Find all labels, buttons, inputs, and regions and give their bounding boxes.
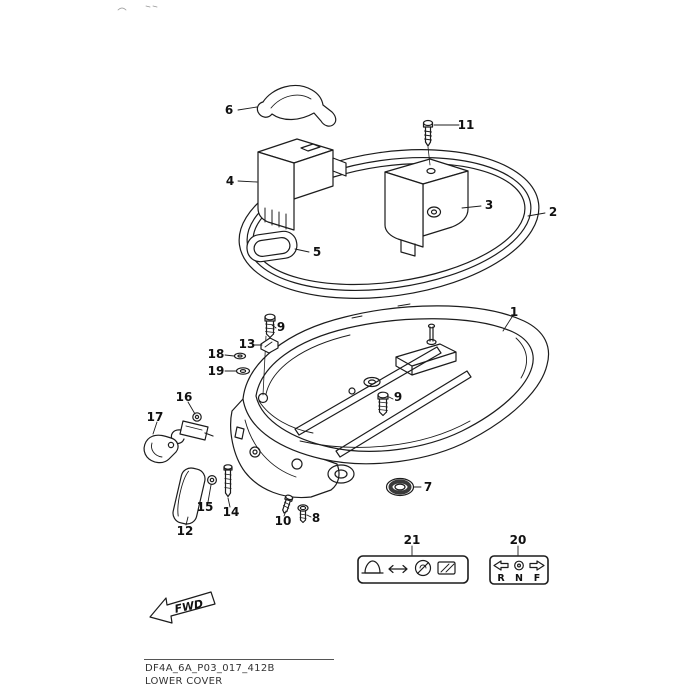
document-icon — [437, 561, 456, 575]
cap-icon — [361, 560, 384, 574]
washer-part15 — [207, 475, 218, 486]
callout-8: 8 — [312, 511, 320, 525]
screw-part10 — [282, 494, 294, 514]
washer-part19 — [235, 367, 251, 375]
washer-part18 — [233, 352, 247, 360]
screw-part14 — [223, 464, 233, 498]
callout-7: 7 — [424, 480, 432, 494]
side-cover-part12 — [172, 467, 206, 525]
callout-14: 14 — [223, 505, 240, 519]
clip-part13 — [260, 337, 279, 354]
callout-9-center: 9 — [394, 390, 402, 404]
neutral-icon — [514, 560, 524, 571]
callout-9-upper: 9 — [277, 320, 285, 334]
shift-letter-f: F — [534, 573, 541, 584]
callout-4: 4 — [226, 174, 234, 188]
callout-10: 10 — [275, 514, 292, 528]
callout-20: 20 — [510, 533, 527, 547]
leader-lines — [152, 106, 546, 556]
callout-5: 5 — [313, 245, 321, 259]
fwd-arrow-icon — [149, 591, 216, 624]
callout-12: 12 — [177, 524, 194, 538]
bracket-part3 — [384, 158, 469, 257]
caution-label-part21 — [357, 555, 469, 584]
lever-part17 — [143, 434, 179, 464]
grommet-part5 — [246, 230, 298, 263]
reverse-arrow-icon — [493, 560, 509, 571]
callout-numbers: 1 2 3 4 5 6 7 8 9 9 10 11 12 13 14 15 16… — [147, 103, 558, 547]
callout-16: 16 — [176, 390, 193, 404]
footer-rule — [144, 659, 334, 660]
lower-cover-body-part1 — [230, 303, 550, 499]
bolt-part9-upper — [262, 313, 276, 396]
forward-arrow-icon — [529, 560, 545, 571]
callout-3: 3 — [485, 198, 493, 212]
screw-part11 — [422, 119, 434, 166]
prohibition-icon — [414, 559, 432, 577]
callout-1: 1 — [510, 305, 518, 319]
shift-letter-r: R — [497, 573, 505, 584]
gasket-seal-part2 — [238, 149, 540, 299]
callout-21: 21 — [404, 533, 421, 547]
bracket-part4 — [257, 138, 347, 231]
shift-pattern-label-part20 — [489, 555, 549, 585]
clamp-part16 — [170, 412, 214, 445]
page-title: LOWER COVER — [145, 676, 223, 687]
callout-17: 17 — [147, 410, 164, 424]
clip-handle-part6 — [256, 85, 337, 127]
callout-13: 13 — [239, 337, 256, 351]
scan-artifacts — [117, 5, 158, 11]
callout-18: 18 — [208, 347, 225, 361]
bolt-part9-center — [377, 391, 389, 417]
callout-11: 11 — [458, 118, 475, 132]
double-arrow-icon — [388, 564, 408, 574]
fwd-text: FWD — [173, 597, 204, 616]
bolt-part8 — [297, 504, 309, 524]
shift-letters: R N F — [497, 573, 540, 584]
callout-2: 2 — [549, 205, 557, 219]
callout-6: 6 — [225, 103, 233, 117]
grommet-part7 — [385, 477, 415, 497]
callout-19: 19 — [208, 364, 225, 378]
shift-letter-n: N — [515, 573, 523, 584]
callout-15: 15 — [197, 500, 214, 514]
drawing-code: DF4A_6A_P03_017_412B — [145, 663, 275, 674]
